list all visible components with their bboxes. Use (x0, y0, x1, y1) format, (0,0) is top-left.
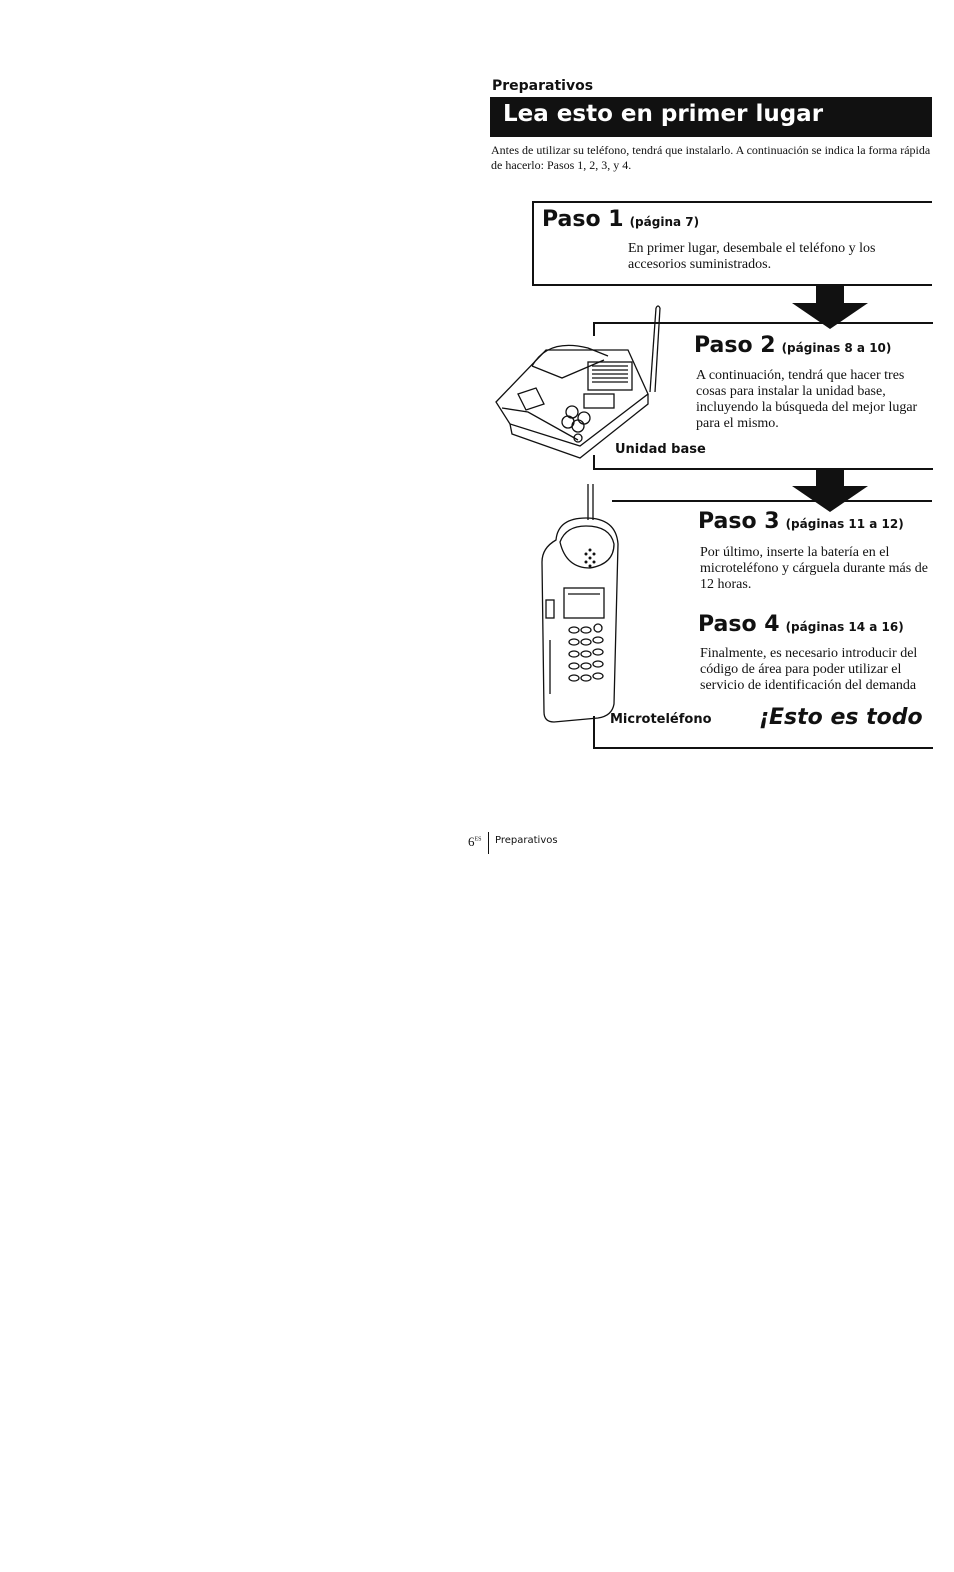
step3-bracket-top (612, 500, 932, 502)
step4-line: servicio de identificación del demanda (700, 678, 917, 693)
step4-bracket-bottom (593, 747, 933, 749)
closing-text: ¡Esto es todo (759, 705, 923, 730)
step4-line: Finalmente, es necesario introducir del (700, 646, 918, 661)
step3-line: 12 horas. (700, 577, 752, 592)
step1-body: En primer lugar, desembale el teléfono y… (628, 241, 928, 273)
page-number-value: 6 (468, 834, 475, 849)
step2-line: incluyendo la búsqueda del mejor lugar (696, 400, 918, 415)
step3-body: Por último, inserte la batería en el mic… (700, 545, 932, 593)
step2-line: cosas para instalar la unidad base, (696, 384, 886, 399)
handset-caption: Microteléfono (610, 712, 712, 727)
step2-bracket-top (593, 322, 933, 324)
step3-heading: Paso 3 (páginas 11 a 12) (698, 509, 904, 534)
step2-line: A continuación, tendrá que hacer tres (696, 368, 905, 383)
step1-box-top (532, 201, 932, 203)
footer-section: Preparativos (495, 835, 558, 846)
page-title: Lea esto en primer lugar (503, 101, 824, 127)
step4-title: Paso 4 (698, 612, 780, 637)
step4-body: Finalmente, es necesario introducir del … (700, 646, 932, 694)
step2-bracket-left (593, 322, 595, 336)
base-unit-caption: Unidad base (615, 442, 706, 457)
page-number: 6ES (468, 834, 482, 850)
step1-box-bottom (532, 284, 932, 286)
step4-line: código de área para poder utilizar el (700, 662, 902, 677)
intro-paragraph: Antes de utilizar su teléfono, tendrá qu… (491, 143, 931, 172)
down-arrow-icon (792, 468, 868, 512)
base-unit-illustration (495, 305, 661, 459)
step1-box-left (532, 201, 534, 285)
step2-body: A continuación, tendrá que hacer tres co… (696, 368, 932, 432)
step1-title: Paso 1 (542, 207, 624, 232)
step4-bracket-left (593, 716, 595, 748)
step2-bracket-left-low (593, 455, 595, 469)
step2-pages: (páginas 8 a 10) (781, 341, 892, 355)
step2-bracket-bottom (593, 468, 933, 470)
step4-pages: (páginas 14 a 16) (785, 620, 904, 634)
step3-line: Por último, inserte la batería en el (700, 545, 890, 560)
step1-line: accesorios suministrados. (628, 257, 772, 272)
step3-title: Paso 3 (698, 509, 780, 534)
step4-heading: Paso 4 (páginas 14 a 16) (698, 612, 904, 637)
step1-heading: Paso 1 (página 7) (542, 207, 699, 232)
step1-pages: (página 7) (629, 215, 700, 229)
step3-pages: (páginas 11 a 12) (785, 517, 904, 531)
page-number-lang: ES (474, 836, 482, 843)
step3-line: microteléfono y cárguela durante más de (700, 561, 928, 576)
step2-heading: Paso 2 (páginas 8 a 10) (694, 333, 891, 358)
handset-illustration (541, 484, 619, 723)
step1-line: En primer lugar, desembale el teléfono y… (628, 241, 876, 256)
step2-title: Paso 2 (694, 333, 776, 358)
title-bar (490, 97, 932, 137)
section-label: Preparativos (492, 78, 594, 94)
footer-separator (488, 832, 489, 854)
step2-line: para el mismo. (696, 416, 779, 431)
down-arrow-icon (792, 285, 868, 329)
